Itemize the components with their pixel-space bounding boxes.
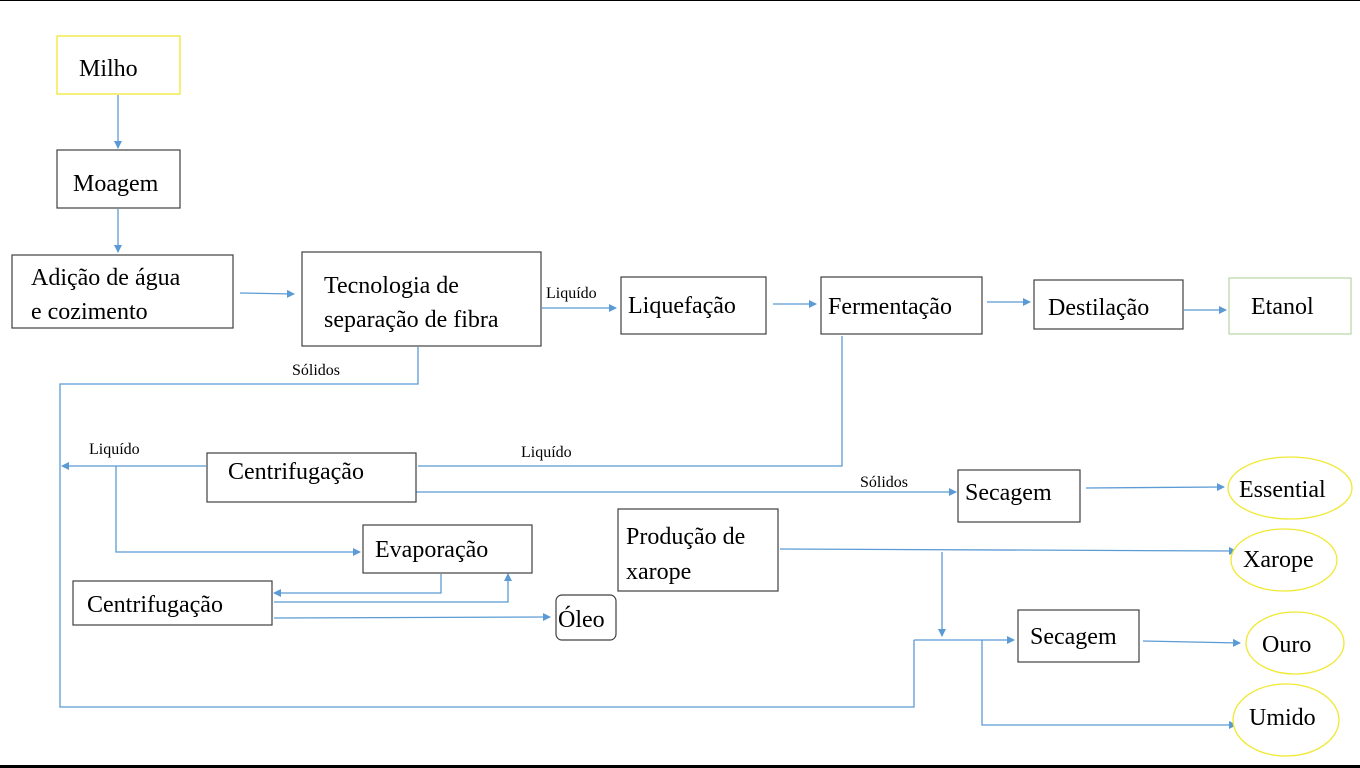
arrow-producao-xarope <box>779 546 1237 555</box>
node-secagem-2: Secagem <box>1017 609 1140 663</box>
arrow-to-evaporacao <box>115 466 361 556</box>
node-label: Tecnologia de <box>324 273 459 299</box>
node-label: separação de fibra <box>324 307 499 333</box>
connectors <box>59 95 1241 729</box>
arrow-centrifugacao2-evaporacao <box>274 573 512 603</box>
node-label: Moagem <box>73 171 159 197</box>
node-milho: Milho <box>56 35 181 95</box>
node-liquefacao: Liquefação <box>620 276 767 335</box>
arrow-adicao-tecnologia <box>239 289 295 298</box>
node-evaporacao: Evaporação <box>362 524 533 574</box>
label-solidos: Sólidos <box>292 362 340 379</box>
node-centrifugacao-1: Centrifugação <box>206 452 417 503</box>
arrow-secagem2-ouro <box>1142 638 1241 647</box>
line-solidos-loop <box>59 347 915 708</box>
node-umido: Umido <box>1232 683 1340 757</box>
arrow-centrifugacao2-oleo <box>273 613 551 622</box>
arrow-to-umido <box>981 640 1237 729</box>
node-producao-xarope: Produção de xarope <box>617 508 779 592</box>
label-solidos: Sólidos <box>860 474 908 491</box>
node-label: Óleo <box>558 606 605 633</box>
node-essential: Essential <box>1227 456 1353 520</box>
node-label: Essential <box>1239 477 1326 503</box>
node-label: Produção de <box>626 524 745 550</box>
node-label: Adição de água <box>31 265 181 291</box>
node-label: xarope <box>626 559 691 585</box>
arrow-secagem1-essential <box>1085 483 1225 492</box>
node-xarope: Xarope <box>1230 528 1338 592</box>
node-label: Liquefação <box>628 293 736 319</box>
node-label: Xarope <box>1243 547 1314 573</box>
arrow-evaporacao-centrifugacao2 <box>273 574 442 597</box>
node-etanol: Etanol <box>1228 277 1352 335</box>
label-liquido: Liquído <box>521 444 572 461</box>
node-centrifugacao-2: Centrifugação <box>72 580 273 626</box>
node-secagem-1: Secagem <box>957 469 1081 523</box>
label-liquido: Liquído <box>89 441 140 458</box>
node-label: Fermentação <box>828 294 952 320</box>
node-fermentacao: Fermentação <box>820 276 983 335</box>
node-label: Centrifugação <box>228 459 364 485</box>
node-oleo: Óleo <box>555 594 617 641</box>
label-liquido: Liquído <box>546 285 597 302</box>
node-label: Destilação <box>1048 295 1149 321</box>
node-label: Secagem <box>1030 624 1117 650</box>
node-label: Ouro <box>1262 632 1311 658</box>
node-label: Centrifugação <box>87 592 223 618</box>
bottom-border <box>0 765 1360 768</box>
node-label: Etanol <box>1251 294 1314 320</box>
node-label: Milho <box>79 56 138 82</box>
node-adicao-agua: Adição de água e cozimento <box>11 254 234 329</box>
arrow-fermentacao-centrifugacao <box>418 336 843 467</box>
node-ouro: Ouro <box>1245 611 1345 675</box>
node-label: e cozimento <box>31 299 148 325</box>
node-moagem: Moagem <box>56 149 181 209</box>
node-label: Secagem <box>965 480 1052 506</box>
node-label: Evaporação <box>375 537 488 563</box>
node-tecnologia: Tecnologia de separação de fibra <box>301 251 542 347</box>
node-destilacao: Destilação <box>1033 279 1184 330</box>
node-label: Umido <box>1249 705 1316 731</box>
